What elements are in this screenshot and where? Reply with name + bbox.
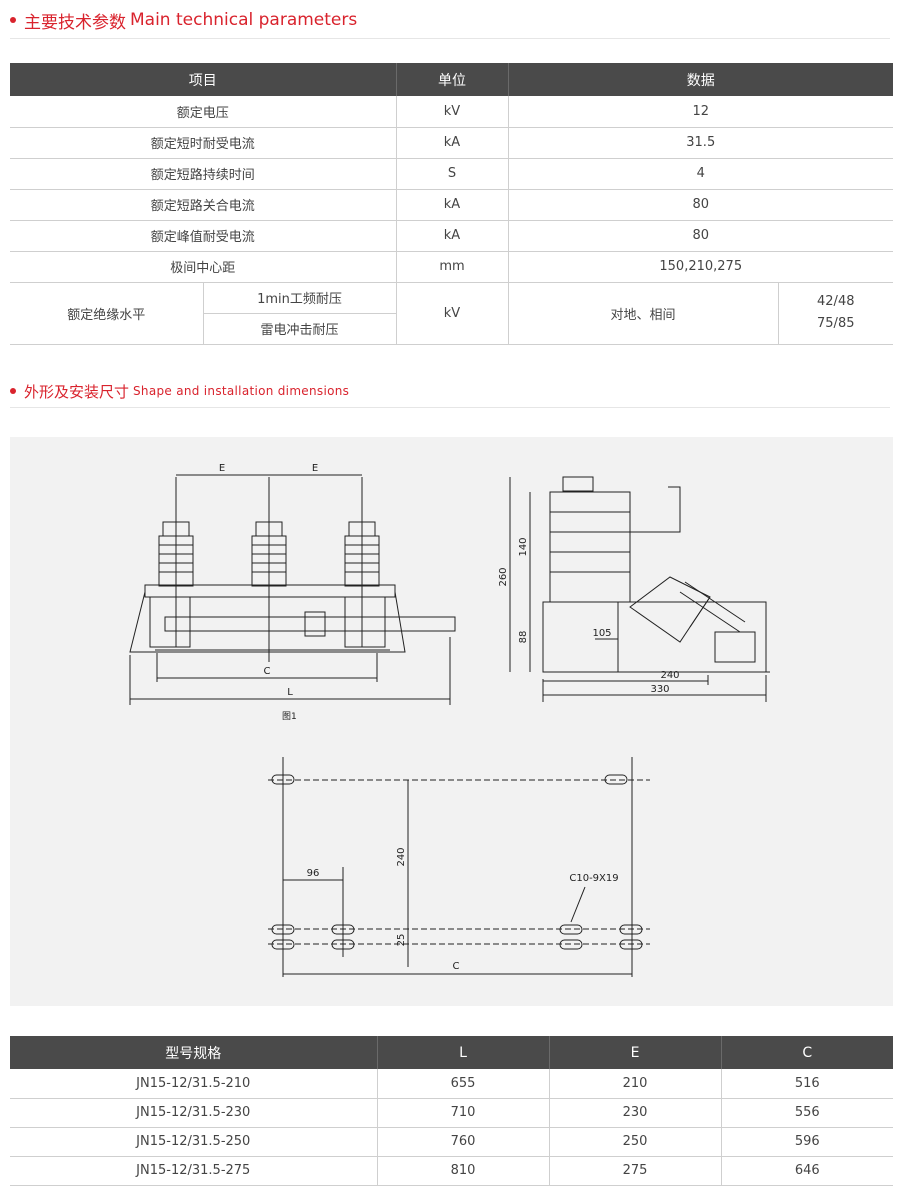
param-item: 极间中心距	[10, 251, 396, 283]
param-unit: kV	[395, 96, 508, 128]
model-name: JN15-12/31.5-230	[10, 1098, 377, 1128]
header-l: L	[376, 1036, 549, 1069]
param-unit: kA	[395, 189, 508, 221]
header-item: 项目	[10, 63, 396, 96]
model-c: 516	[720, 1069, 893, 1099]
param-item: 额定电压	[10, 96, 396, 128]
section-title-en: Shape and installation dimensions	[133, 384, 350, 398]
model-c: 556	[720, 1098, 893, 1128]
table-row: 额定短时耐受电流 kA 31.5	[10, 127, 893, 159]
table-header-row: 型号规格 L E C	[10, 1036, 893, 1069]
param-item: 额定短路关合电流	[10, 189, 396, 221]
model-l: 760	[376, 1127, 549, 1157]
param-value: 80	[507, 189, 893, 221]
insulation-values: 42/48 75/85	[777, 282, 893, 345]
table-row: JN15-12/31.5-250 760 250 596	[10, 1127, 893, 1157]
model-e: 210	[548, 1069, 721, 1099]
model-name: JN15-12/31.5-210	[10, 1069, 377, 1099]
param-unit: mm	[395, 251, 508, 283]
drawing-svg: E E C L 图1 260 140 88 105 240 330 240 96…	[129, 463, 770, 977]
dim-label-240-plan: 240	[396, 847, 407, 866]
table-row: 额定电压 kV 12	[10, 96, 893, 128]
insulation-sub1: 1min工频耐压	[202, 282, 396, 314]
model-e: 230	[548, 1098, 721, 1128]
section-header-parameters: 主要技术参数 Main technical parameters	[10, 8, 358, 33]
dim-label-105: 105	[592, 628, 611, 639]
section-title-en: Main technical parameters	[130, 10, 358, 30]
model-name: JN15-12/31.5-250	[10, 1127, 377, 1157]
table-row: 额定峰值耐受电流 kA 80	[10, 220, 893, 252]
param-unit: kA	[395, 127, 508, 159]
table-row: JN15-12/31.5-210 655 210 516	[10, 1069, 893, 1099]
param-item: 额定短时耐受电流	[10, 127, 396, 159]
param-value: 4	[507, 158, 893, 190]
param-unit: kA	[395, 220, 508, 252]
table-row: 额定短路关合电流 kA 80	[10, 189, 893, 221]
model-l: 655	[376, 1069, 549, 1099]
parameters-table: 项目 单位 数据 额定电压 kV 12 额定短时耐受电流 kA 31.5 额定短…	[10, 63, 893, 345]
model-l: 810	[376, 1156, 549, 1186]
model-name: JN15-12/31.5-275	[10, 1156, 377, 1186]
header-e: E	[548, 1036, 721, 1069]
insulation-sub2: 雷电冲击耐压	[202, 313, 396, 345]
header-model: 型号规格	[10, 1036, 377, 1069]
model-c: 596	[720, 1127, 893, 1157]
table-row: JN15-12/31.5-275 810 275 646	[10, 1156, 893, 1186]
front-view	[129, 474, 456, 705]
section-divider	[10, 407, 890, 408]
insulation-desc: 对地、相间	[507, 282, 778, 345]
insulation-unit: kV	[395, 282, 508, 345]
dim-label-140: 140	[518, 537, 529, 556]
section-header-dimensions: 外形及安装尺寸 Shape and installation dimension…	[10, 381, 349, 401]
dim-label-88: 88	[518, 631, 529, 644]
table-row: 极间中心距 mm 150,210,275	[10, 251, 893, 283]
side-view	[509, 476, 770, 702]
table-row-insulation: 额定绝缘水平 1min工频耐压 kV 对地、相间 42/48 75/85	[10, 282, 893, 345]
insulation-value2: 75/85	[817, 316, 855, 331]
model-e: 250	[548, 1127, 721, 1157]
header-value: 数据	[507, 63, 893, 96]
model-e: 275	[548, 1156, 721, 1186]
dim-label-96: 96	[307, 868, 320, 879]
model-l: 710	[376, 1098, 549, 1128]
param-unit: S	[395, 158, 508, 190]
dimension-drawing: E E C L 图1 260 140 88 105 240 330 240 96…	[10, 437, 893, 1006]
mounting-plan	[268, 757, 650, 977]
insulation-item: 额定绝缘水平	[10, 282, 203, 345]
dim-label-c-plan: C	[453, 961, 460, 972]
dim-label-25: 25	[396, 934, 407, 947]
param-value: 31.5	[507, 127, 893, 159]
dim-label-240-side: 240	[660, 670, 679, 681]
dim-label-260: 260	[498, 567, 509, 586]
dim-label-330: 330	[650, 684, 669, 695]
table-header-row: 项目 单位 数据	[10, 63, 893, 96]
dim-label-c: C	[264, 666, 271, 677]
param-item: 额定峰值耐受电流	[10, 220, 396, 252]
figure-label: 图1	[282, 711, 297, 722]
bullet-dot-icon	[10, 388, 16, 394]
insulation-value1: 42/48	[817, 294, 855, 309]
model-c: 646	[720, 1156, 893, 1186]
section-divider	[10, 38, 890, 39]
dim-label-e2: E	[312, 463, 318, 474]
models-table: 型号规格 L E C JN15-12/31.5-210 655 210 516 …	[10, 1036, 893, 1186]
table-row: JN15-12/31.5-230 710 230 556	[10, 1098, 893, 1128]
slot-label: C10-9X19	[569, 873, 618, 884]
bullet-dot-icon	[10, 17, 16, 23]
table-row: 额定短路持续时间 S 4	[10, 158, 893, 190]
param-value: 12	[507, 96, 893, 128]
dim-label-l: L	[287, 687, 293, 698]
header-c: C	[720, 1036, 893, 1069]
header-unit: 单位	[395, 63, 508, 96]
section-title-cn: 主要技术参数	[24, 12, 126, 33]
param-value: 80	[507, 220, 893, 252]
table-row-insulation-2: 雷电冲击耐压	[10, 313, 893, 345]
section-title-cn: 外形及安装尺寸	[24, 382, 130, 401]
dim-label-e1: E	[219, 463, 225, 474]
param-value: 150,210,275	[507, 251, 893, 283]
param-item: 额定短路持续时间	[10, 158, 396, 190]
